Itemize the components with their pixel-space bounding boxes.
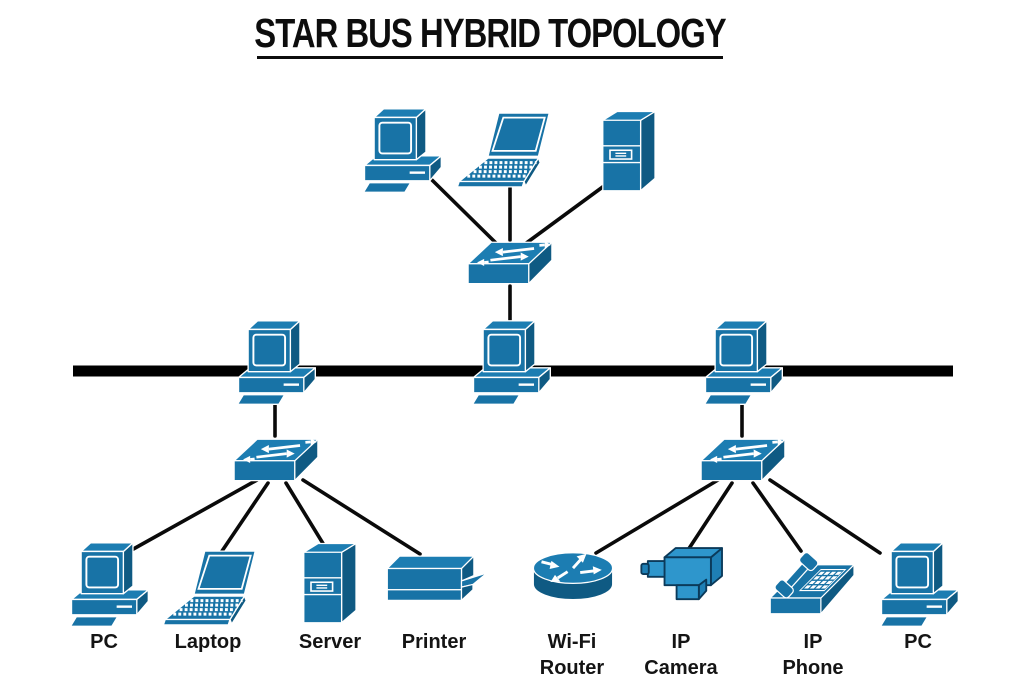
server-top-icon: [601, 110, 656, 192]
page-title: STAR BUS HYBRID TOPOLOGY: [254, 10, 726, 56]
connection-line-switch-left-to-pc-bottom-left: [126, 478, 259, 554]
printer-icon: [386, 555, 488, 601]
switch-top-icon: [466, 239, 554, 285]
label-server-line: Server: [298, 631, 362, 653]
label-pc-left: PC: [90, 629, 118, 655]
server-bottom-icon: [302, 542, 357, 624]
connection-line-switch-left-to-laptop-bottom: [218, 481, 270, 556]
label-laptop: Laptop: [175, 629, 242, 655]
label-server: Server: [299, 629, 361, 655]
wifi-router-icon: [531, 551, 615, 602]
label-ip-phone: IP Phone: [782, 629, 843, 681]
title-underline: [257, 56, 723, 59]
pc-bus-center-icon: [471, 319, 552, 406]
label-laptop-line: Laptop: [174, 631, 242, 653]
label-ip-phone-line: Phone: [782, 657, 844, 679]
label-ip-phone-line: IP: [803, 631, 823, 653]
connections-layer: [126, 178, 882, 556]
connection-line-pc-top-to-switch-top: [430, 178, 499, 246]
connection-line-switch-left-to-printer: [301, 478, 422, 556]
label-wifi-router-line: Router: [539, 657, 605, 679]
label-ip-camera-line: IP: [671, 631, 691, 653]
pc-top-icon: [362, 107, 443, 194]
connection-line-switch-left-to-server-bottom: [284, 481, 329, 552]
connection-line-switch-right-to-pc-bottom-right: [768, 478, 882, 555]
connection-line-switch-right-to-wifi-router: [594, 478, 720, 555]
ip-phone-icon: [769, 550, 855, 615]
pc-bus-right-icon: [703, 319, 784, 406]
label-pc-right-line: PC: [904, 631, 932, 653]
pc-bottom-right-icon: [879, 541, 960, 628]
pc-bottom-left-icon: [69, 541, 150, 628]
label-pc-right: PC: [904, 629, 932, 655]
connection-line-switch-right-to-ip-camera: [686, 481, 734, 552]
switch-right-icon: [699, 436, 787, 482]
label-printer-line: Printer: [401, 631, 467, 653]
connection-line-server-top-to-switch-top: [523, 184, 606, 246]
label-printer: Printer: [402, 629, 466, 655]
label-ip-camera: IP Camera: [644, 629, 717, 681]
laptop-bottom-icon: [161, 549, 257, 627]
connection-line-switch-right-to-ip-phone: [751, 481, 803, 553]
label-wifi-router-line: Wi-Fi: [547, 631, 597, 653]
switch-left-icon: [232, 436, 320, 482]
laptop-top-icon: [455, 111, 551, 189]
label-ip-camera-line: Camera: [644, 657, 718, 679]
label-pc-left-line: PC: [90, 631, 118, 653]
pc-bus-left-icon: [236, 319, 317, 406]
ip-camera-icon: [640, 547, 723, 601]
